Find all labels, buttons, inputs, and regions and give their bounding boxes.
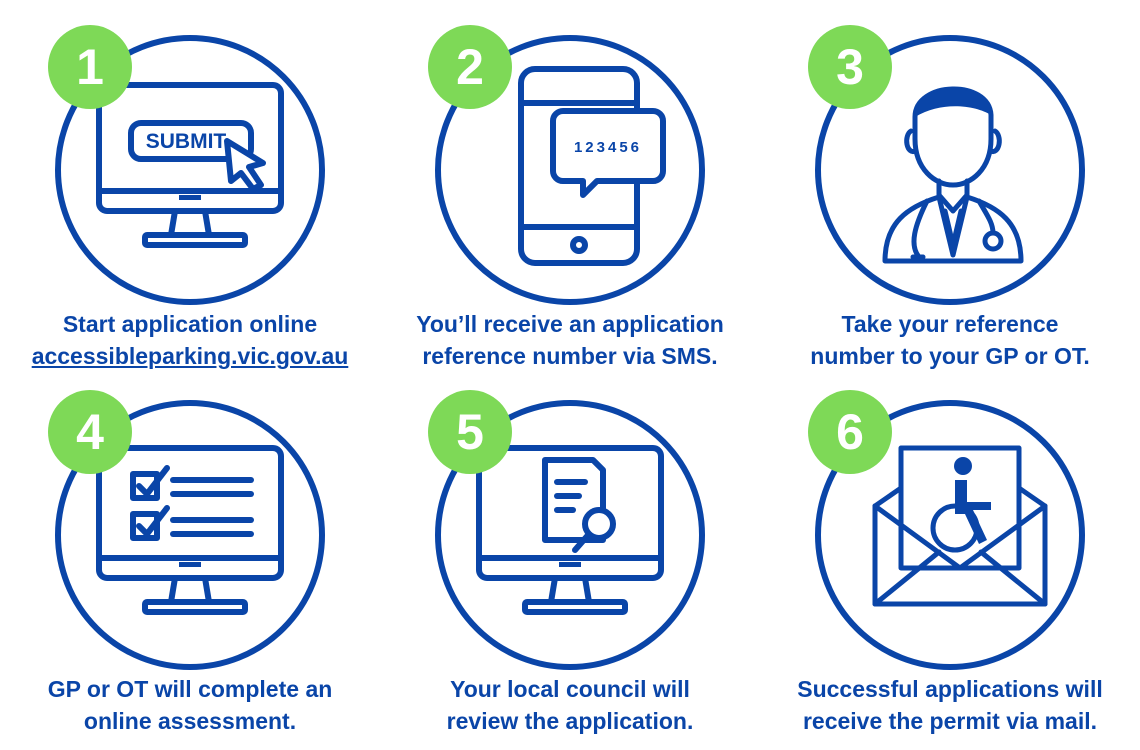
step-caption: Your local council will review the appli…	[380, 673, 760, 737]
step-6: 6 Successful applications will receive t…	[760, 365, 1140, 740]
step-caption: Successful applications will receive the…	[760, 673, 1140, 737]
caption-line-1: You’ll receive an application	[416, 311, 724, 337]
step-5: 5 Your local council will review the app…	[380, 365, 760, 740]
monitor-checklist-icon	[96, 445, 284, 615]
sms-code: 123456	[574, 139, 642, 156]
step-3: 3 Take your reference number to your GP …	[760, 0, 1140, 375]
caption-line-2: online assessment.	[83, 708, 297, 734]
step-number: 4	[48, 390, 132, 474]
step-caption: You’ll receive an application reference …	[380, 308, 760, 372]
step-4: 4 GP or OT will complete an online asses…	[0, 365, 380, 740]
monitor-submit-icon: SUBMIT	[96, 82, 284, 248]
step-number: 3	[808, 25, 892, 109]
caption-line-1: GP or OT will complete an	[47, 676, 333, 702]
caption-line-2: review the application.	[446, 708, 694, 734]
step-1: SUBMIT 1 Start application online access…	[0, 0, 380, 375]
envelope-accessible-permit-icon	[872, 445, 1048, 607]
step-caption: GP or OT will complete an online assessm…	[0, 673, 380, 737]
step-number: 6	[808, 390, 892, 474]
submit-label: SUBMIT	[146, 130, 227, 153]
step-caption: Take your reference number to your GP or…	[760, 308, 1140, 372]
caption-line-1: Take your reference	[841, 311, 1059, 337]
step-number: 2	[428, 25, 512, 109]
monitor-document-search-icon	[476, 445, 664, 615]
step-number: 1	[48, 25, 132, 109]
doctor-icon	[882, 86, 1024, 264]
website-link[interactable]: accessibleparking.vic.gov.au	[31, 343, 349, 369]
step-caption: Start application online accessibleparki…	[0, 308, 380, 372]
caption-line-1: Start application online	[62, 311, 318, 337]
step-number: 5	[428, 390, 512, 474]
caption-line-1: Successful applications will	[797, 676, 1103, 702]
caption-line-1: Your local council will	[450, 676, 690, 702]
caption-line-2: receive the permit via mail.	[802, 708, 1098, 734]
step-2: 123456 2 You’ll receive an application r…	[380, 0, 760, 375]
caption-line-2: reference number via SMS.	[422, 343, 718, 369]
phone-sms-icon: 123456	[518, 66, 666, 266]
caption-line-2: number to your GP or OT.	[810, 343, 1090, 369]
